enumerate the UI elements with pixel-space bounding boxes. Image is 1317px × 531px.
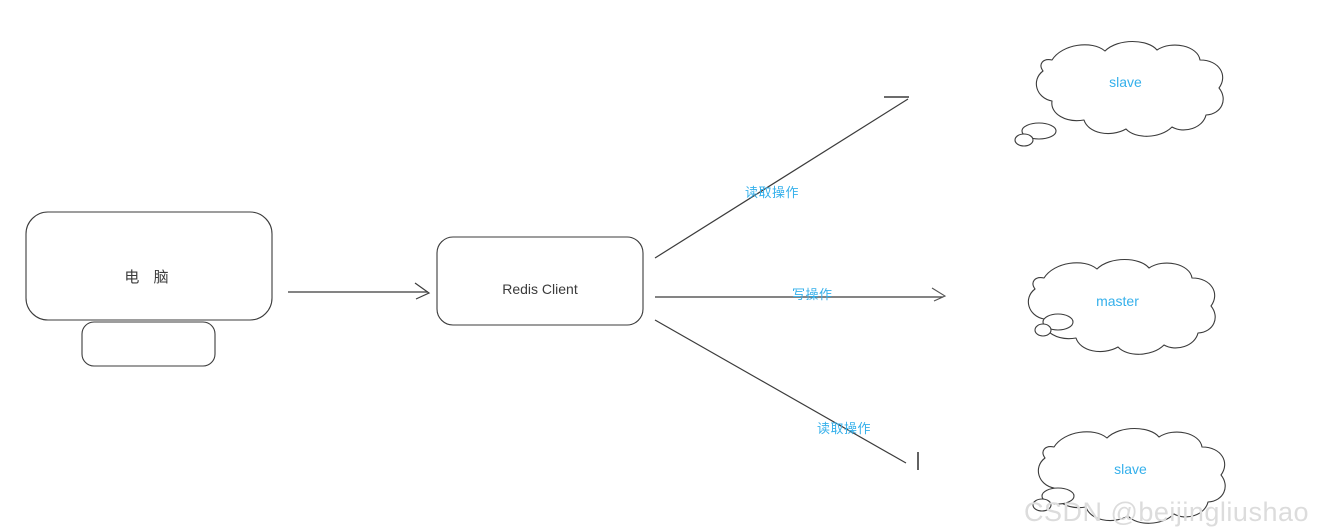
- cloud-slave-top-bubble-large: [1021, 122, 1057, 140]
- cloud-slave-bottom-shape: [1037, 427, 1226, 524]
- cloud-master-bubble-small: [1034, 323, 1052, 337]
- cloud-master-bubble-large: [1042, 313, 1074, 331]
- edge-write-arrowhead: [931, 287, 947, 302]
- edge-read-top-label: 读取操作: [745, 185, 800, 200]
- cloud-slave-top-bubble-small: [1014, 133, 1034, 147]
- node-cloud-slave-bottom[interactable]: [1032, 427, 1226, 524]
- node-redis-client[interactable]: [436, 236, 644, 326]
- edge-read-bottom: [654, 319, 919, 470]
- node-cloud-slave-top[interactable]: [1014, 40, 1224, 147]
- node-cloud-master[interactable]: [1027, 258, 1216, 355]
- cloud-slave-top-shape: [1035, 40, 1224, 137]
- edge-computer-to-client-arrowhead: [414, 282, 431, 300]
- redis-client-shape: [436, 236, 644, 326]
- edge-read-bottom-line: [654, 319, 907, 464]
- edge-write: [655, 287, 947, 302]
- edge-read-top-line: [654, 98, 909, 259]
- computer-base-shape: [81, 321, 216, 367]
- edge-read-top: [654, 96, 909, 259]
- cloud-slave-bottom-bubble-small: [1032, 498, 1052, 512]
- computer-monitor-shape: [25, 211, 273, 321]
- edge-read-bottom-label: 读取操作: [817, 421, 872, 436]
- node-computer[interactable]: [25, 211, 273, 367]
- edge-computer-to-client: [288, 282, 431, 300]
- cloud-slave-bottom-bubble-large: [1041, 487, 1075, 505]
- edge-write-label: 写操作: [792, 287, 833, 302]
- cloud-master-shape: [1027, 258, 1216, 355]
